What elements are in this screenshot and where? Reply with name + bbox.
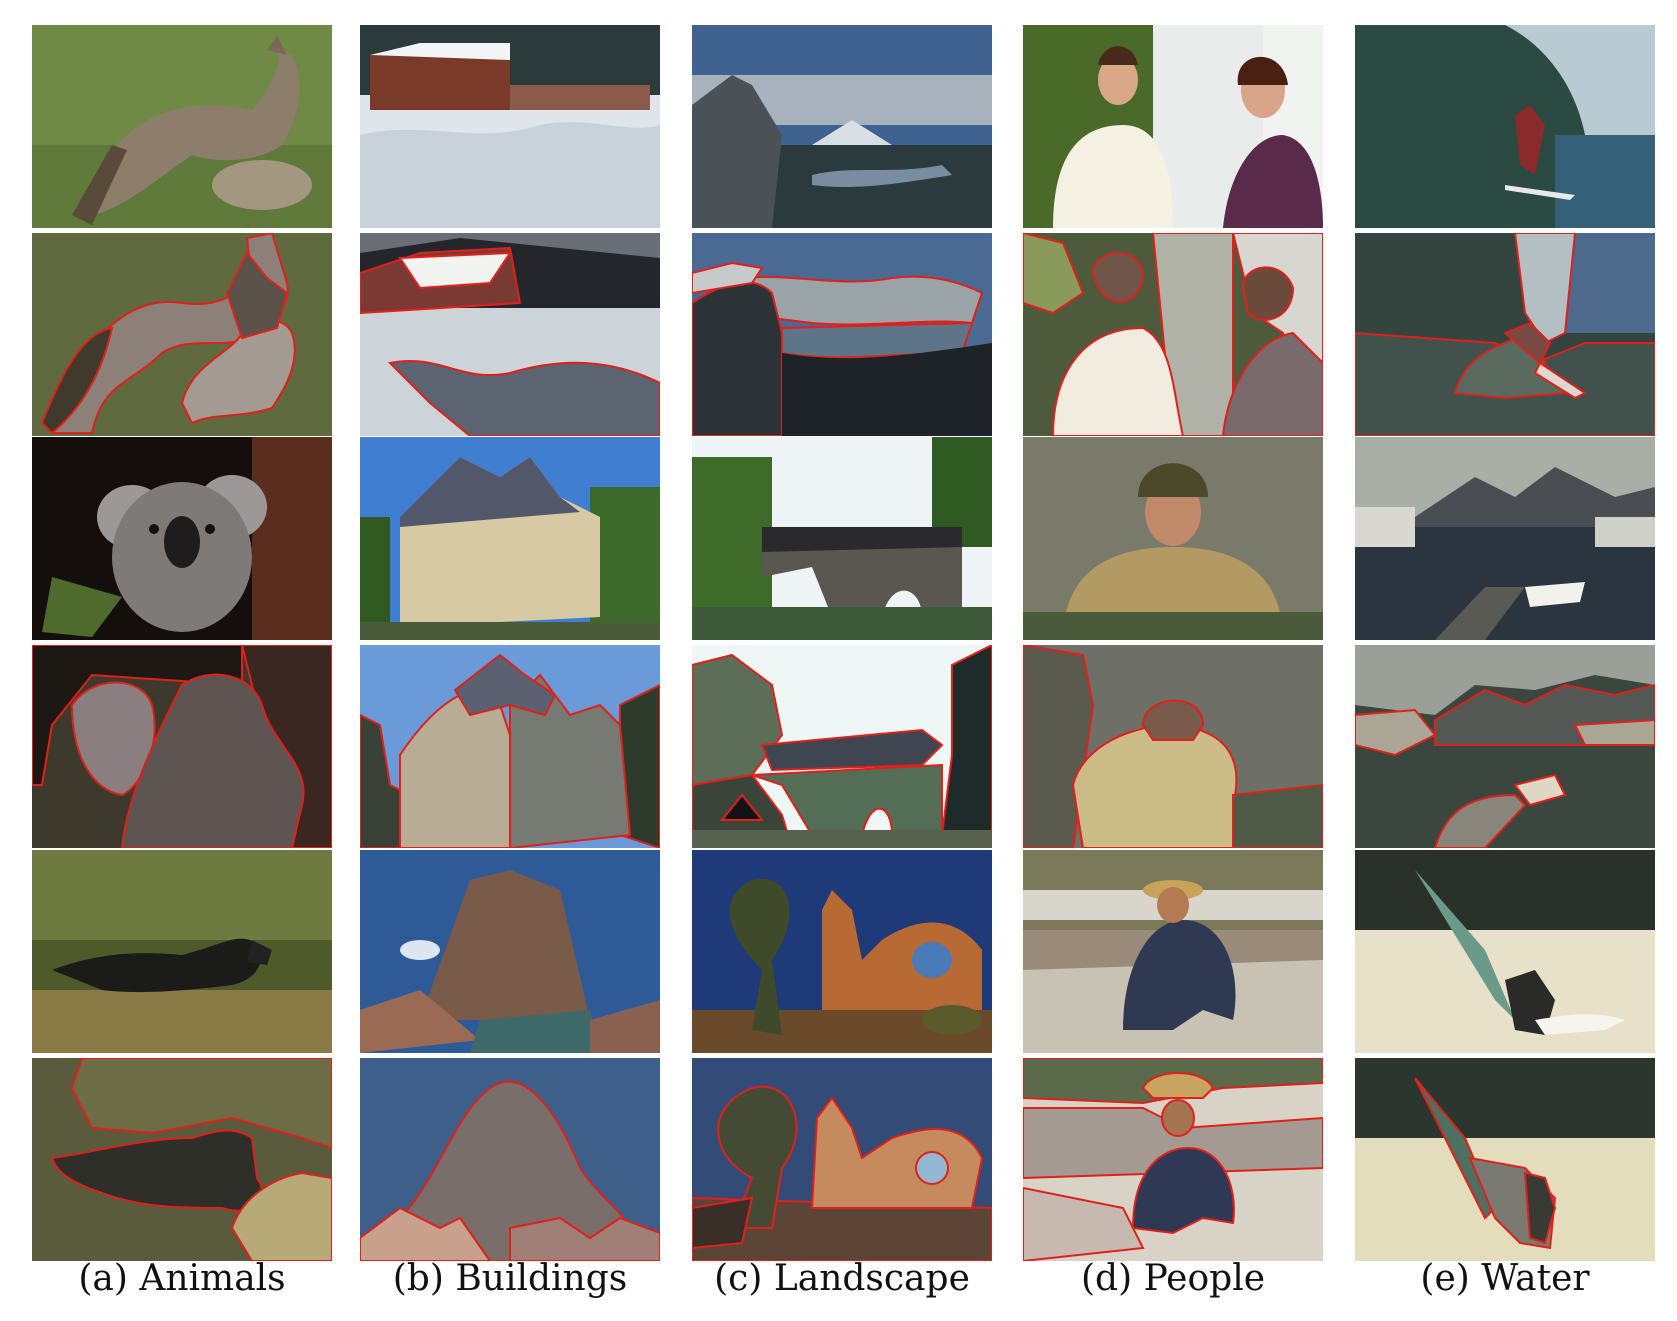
chateau-segmentation: [360, 645, 660, 848]
skyscraper-segmentation: [360, 1058, 660, 1261]
caption-people: (d) People: [1080, 1258, 1266, 1299]
surfer-segmentation: [1355, 233, 1655, 436]
surfer-photo: [1355, 25, 1655, 228]
koala-segmentation: [32, 645, 332, 848]
kangaroo-photo: [32, 25, 332, 228]
caption-animals: (a) Animals: [78, 1258, 286, 1299]
snow-house-segmentation: [360, 233, 660, 436]
train-bridge-segmentation: [692, 645, 992, 848]
soldier-segmentation: [1023, 645, 1323, 848]
koala-photo: [32, 437, 332, 640]
panther-segmentation: [32, 1058, 332, 1261]
train-bridge-photo: [692, 437, 992, 640]
windsurfer-photo: [1355, 850, 1655, 1053]
harbor-segmentation: [1355, 645, 1655, 848]
kangaroo-segmentation: [32, 233, 332, 436]
couple-segmentation: [1023, 233, 1323, 436]
caption-buildings: (b) Buildings: [392, 1258, 628, 1299]
couple-photo: [1023, 25, 1323, 228]
caption-landscape: (c) Landscape: [714, 1258, 970, 1299]
panther-photo: [32, 850, 332, 1053]
skyscraper-photo: [360, 850, 660, 1053]
windsurfer-segmentation: [1355, 1058, 1655, 1261]
chateau-photo: [360, 437, 660, 640]
farmer-photo: [1023, 850, 1323, 1053]
desert-arch-photo: [692, 850, 992, 1053]
caption-water: (e) Water: [1420, 1258, 1590, 1299]
desert-arch-segmentation: [692, 1058, 992, 1261]
harbor-photo: [1355, 437, 1655, 640]
rock-valley-photo: [692, 25, 992, 228]
farmer-segmentation: [1023, 1058, 1323, 1261]
rock-valley-segmentation: [692, 233, 992, 436]
soldier-photo: [1023, 437, 1323, 640]
snow-house-photo: [360, 25, 660, 228]
